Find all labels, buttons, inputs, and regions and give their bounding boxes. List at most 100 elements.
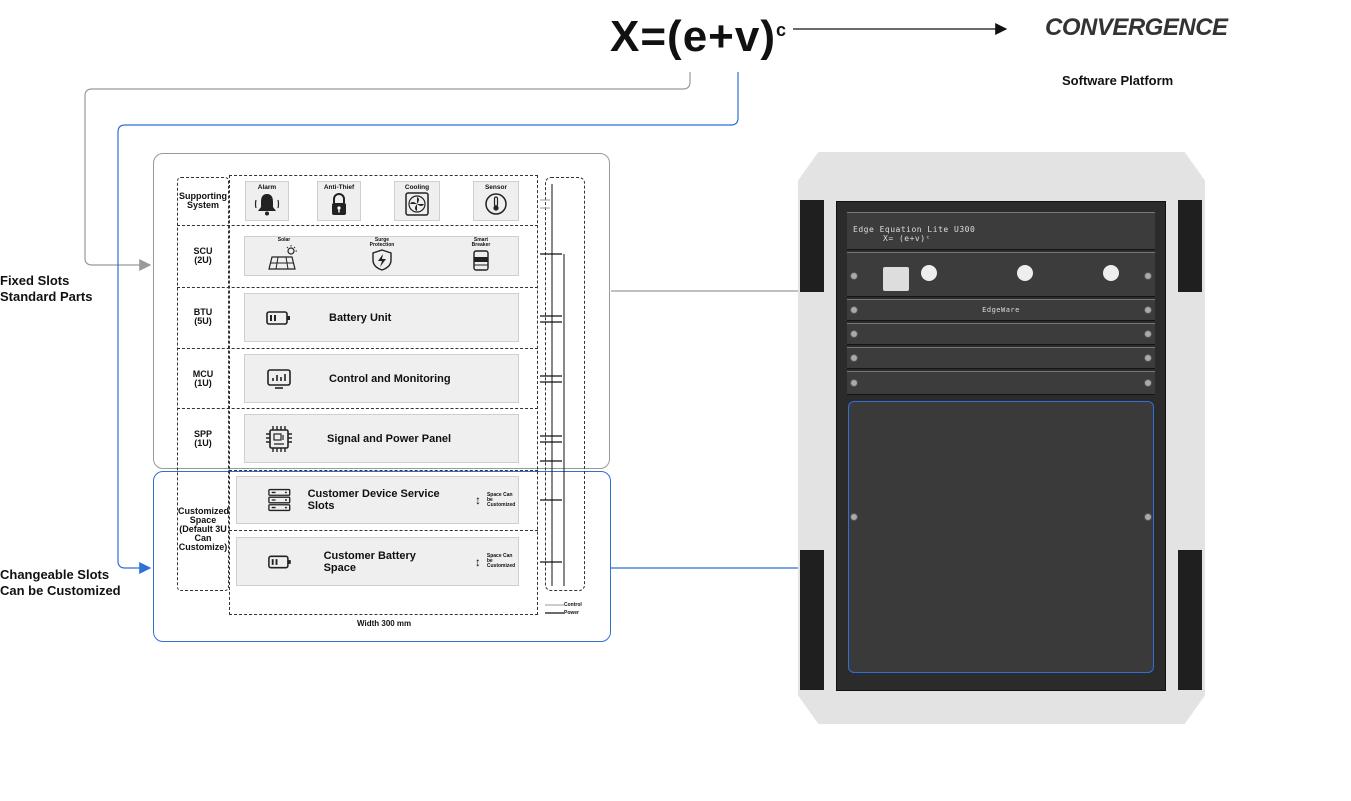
rack-screw <box>850 306 858 314</box>
scu-label-line1: SCU <box>193 246 213 256</box>
rack-screw <box>1144 272 1152 280</box>
rack-handle <box>800 550 824 690</box>
solar-item: Solar <box>264 238 304 276</box>
battery-icon <box>268 555 291 568</box>
software-platform-label: Software Platform <box>1062 73 1174 88</box>
changeable-slots-label: Changeable Slots Can be Customized <box>0 567 121 599</box>
thermometer-icon <box>485 193 507 215</box>
convergence-logo: CONVERGENCE <box>1045 14 1228 41</box>
scu-label: SCU (2U) <box>178 247 228 265</box>
alarm-tile: Alarm <box>245 181 289 221</box>
width-label: Width 300 mm <box>357 619 412 628</box>
solar-label: Solar <box>277 237 291 243</box>
supporting-label-line2: System <box>186 200 220 210</box>
rack-brand: EdgeWare <box>982 306 1020 314</box>
row-divider <box>177 287 538 288</box>
row-divider <box>177 408 538 409</box>
row-divider <box>229 530 538 531</box>
solar-panel-icon <box>268 245 297 270</box>
formula-exponent: c <box>775 20 787 40</box>
rack-top-unit: Edge Equation Lite U300 X= (e+v)ᶜ <box>847 212 1155 250</box>
space-note-line2: Customized <box>486 501 516 508</box>
rack-screw <box>850 354 858 362</box>
bell-icon <box>254 194 280 216</box>
row-divider <box>177 225 538 226</box>
space-note: Space Can be Customized <box>487 554 518 569</box>
row-divider <box>177 348 538 349</box>
power-outlet <box>883 267 909 291</box>
mcu-label-line1: MCU <box>192 369 214 379</box>
customer-device-panel: Customer Device Service Slots ↕ Space Ca… <box>236 476 519 524</box>
rack-spp-unit <box>847 347 1155 369</box>
signal-power-panel: Signal and Power Panel <box>244 414 519 463</box>
sensor-label: Sensor <box>484 184 508 191</box>
fixed-connector <box>84 72 691 271</box>
rack-screw <box>1144 330 1152 338</box>
customized-space-label: Customized Space (Default 3U Can Customi… <box>178 507 229 552</box>
customer-battery-title: Customer Battery Space <box>323 549 416 574</box>
mcu-label-line2: (1U) <box>194 378 212 388</box>
connector-port <box>1017 265 1033 281</box>
legend-control: Control <box>564 602 582 608</box>
fixed-slots-box <box>153 153 610 469</box>
surge-label-line2: Protection <box>369 242 395 248</box>
battery-icon <box>266 310 290 325</box>
formula: X=(e+v)c <box>610 12 787 62</box>
signal-power-title: Signal and Power Panel <box>327 432 452 445</box>
rack-screw <box>1144 306 1152 314</box>
btu-label: BTU (5U) <box>178 308 228 326</box>
anti-thief-tile: Anti-Thief <box>317 181 361 221</box>
rack-handle <box>1178 200 1202 292</box>
rack-brand-unit: EdgeWare <box>847 299 1155 321</box>
sensor-tile: Sensor <box>473 181 519 221</box>
spp-label-line2: (1U) <box>194 438 212 448</box>
vertical-arrow-icon: ↕ <box>474 493 481 507</box>
connector-port <box>1103 265 1119 281</box>
changeable-label-line1: Changeable Slots <box>0 567 110 582</box>
spp-label-line1: SPP <box>193 429 212 439</box>
spp-label: SPP (1U) <box>178 430 228 448</box>
btu-label-line1: BTU <box>193 307 213 317</box>
cooling-tile: Cooling <box>394 181 440 221</box>
rack-handle <box>1178 550 1202 690</box>
smart-breaker-item: Smart Breaker <box>461 238 501 277</box>
space-note-line1: Space Can be <box>486 491 513 503</box>
breaker-label-line2: Breaker <box>471 242 491 248</box>
legend-power: Power <box>564 610 580 616</box>
rack-screw <box>850 272 858 280</box>
lock-icon <box>332 193 346 215</box>
vertical-arrow-icon: ↕ <box>474 554 481 569</box>
rack-screw <box>1144 379 1152 387</box>
custom-label-line: Can <box>194 533 212 543</box>
space-note-line2: Customized <box>486 563 516 569</box>
anti-thief-label: Anti-Thief <box>323 184 355 191</box>
shield-bolt-icon <box>372 249 392 271</box>
rack-screw <box>850 379 858 387</box>
rack-title: Edge Equation Lite U300 <box>853 225 976 234</box>
connection-arrows <box>540 184 565 586</box>
legend-lines <box>545 604 564 614</box>
rack-scu-unit <box>847 252 1155 297</box>
space-note: Space Can be Customized <box>486 491 518 508</box>
module-column <box>229 175 538 615</box>
rack-screw <box>850 513 858 521</box>
custom-label-line: Space <box>189 515 217 525</box>
space-note-line1: Space Can be <box>486 553 513 564</box>
connector-port <box>921 265 937 281</box>
monitor-chart-icon <box>267 368 291 389</box>
supporting-label-line1: Supporting <box>179 191 227 201</box>
fixed-label-line1: Fixed Slots <box>0 273 70 288</box>
connection-column <box>545 177 585 591</box>
rack-formula: X= (e+v)ᶜ <box>883 234 931 243</box>
row-divider <box>229 470 538 471</box>
btu-label-line2: (5U) <box>194 316 212 326</box>
fan-icon <box>405 192 429 216</box>
custom-label-line: (Default 3U <box>179 524 227 534</box>
server-icon <box>268 488 291 512</box>
breaker-icon <box>473 250 489 271</box>
cooling-label: Cooling <box>404 184 430 191</box>
changeable-label-line2: Can be Customized <box>0 583 121 598</box>
surge-protection-item: Surge Protection <box>362 238 402 277</box>
custom-label-line: Customize) <box>178 542 228 552</box>
chip-icon <box>266 425 292 452</box>
